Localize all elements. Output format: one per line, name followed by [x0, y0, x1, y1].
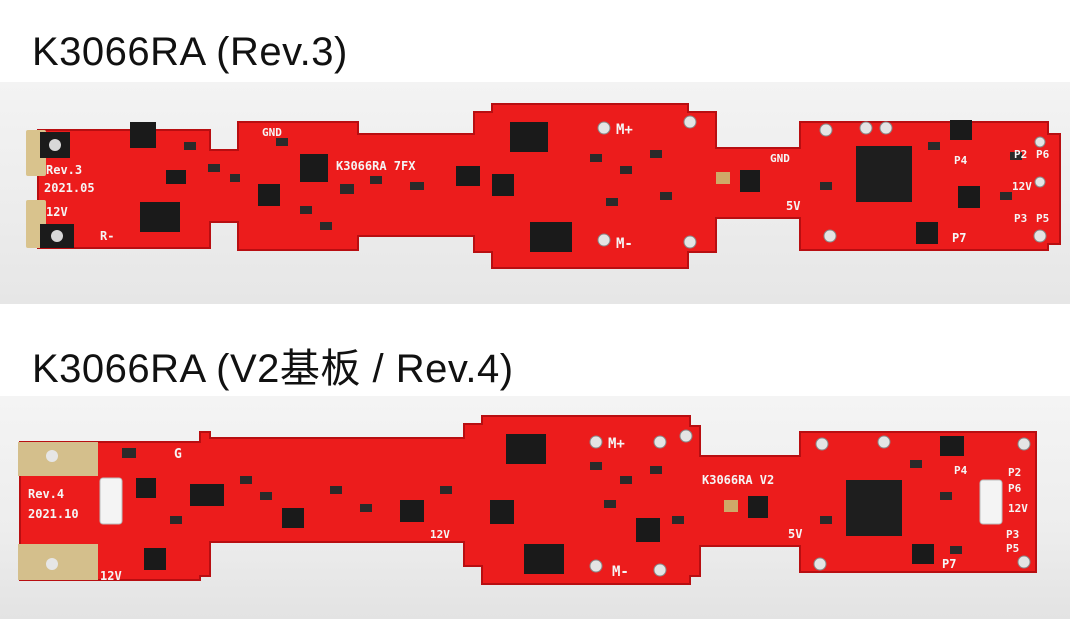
via-hole — [49, 139, 61, 151]
gold-pad — [18, 442, 98, 476]
chip — [490, 500, 514, 524]
chip — [144, 548, 166, 570]
silk-p3: P3 — [1014, 212, 1027, 225]
silk-p5: P5 — [1006, 542, 1019, 555]
mcu-chip — [856, 146, 912, 202]
silk-p2: P2 — [1014, 148, 1027, 161]
chip — [400, 500, 424, 522]
silk-rev: Rev.4 — [28, 487, 64, 501]
silk-board-name: K3066RA V2 — [702, 473, 774, 487]
mcu-chip — [846, 480, 902, 536]
chip — [940, 436, 964, 456]
silk-p3: P3 — [1006, 528, 1019, 541]
chip — [166, 170, 186, 184]
capacitor — [716, 172, 730, 184]
chip — [748, 496, 768, 518]
chip — [136, 478, 156, 498]
silk-g: G — [174, 447, 182, 462]
silk-p7: P7 — [942, 557, 956, 571]
pcb-board-rev3: Rev.3 2021.05 12V R- GND K3066RA 7FX M+ … — [26, 103, 1061, 269]
silk-12v-right: 12V — [1008, 502, 1028, 515]
silk-m-plus: M+ — [616, 122, 633, 138]
chip — [950, 120, 972, 140]
silk-date: 2021.10 — [28, 507, 79, 521]
via-hole — [51, 230, 63, 242]
smd-components — [122, 448, 962, 554]
through-holes — [589, 429, 1031, 577]
silk-p4: P4 — [954, 154, 968, 167]
chip — [456, 166, 480, 186]
through-holes — [597, 115, 1047, 249]
silk-p4: P4 — [954, 464, 968, 477]
silk-m-plus: M+ — [608, 436, 625, 452]
silk-gnd-right: GND — [770, 152, 790, 165]
chip — [958, 186, 980, 208]
silk-12v-left: 12V — [46, 205, 68, 219]
silk-12v-left: 12V — [100, 569, 122, 583]
silk-p7: P7 — [952, 231, 966, 245]
capacitor — [724, 500, 738, 512]
silk-board-name: K3066RA 7FX — [336, 159, 416, 173]
connector — [979, 479, 1003, 525]
chip — [524, 544, 564, 574]
chip — [492, 174, 514, 196]
chip — [282, 508, 304, 528]
via-hole — [46, 450, 58, 462]
pcb-photo-rev3: Rev.3 2021.05 12V R- GND K3066RA 7FX M+ … — [0, 82, 1070, 304]
chip — [510, 122, 548, 152]
chip — [506, 434, 546, 464]
silk-p2: P2 — [1008, 466, 1021, 479]
silk-rev: Rev.3 — [46, 163, 82, 177]
chip — [740, 170, 760, 192]
silk-p6: P6 — [1036, 148, 1050, 161]
silk-12v-mid: 12V — [430, 528, 450, 541]
silk-gnd-left: GND — [262, 126, 282, 139]
silk-p5: P5 — [1036, 212, 1049, 225]
silk-m-minus: M- — [612, 564, 629, 580]
chip — [190, 484, 224, 506]
pcb-photo-rev4: Rev.4 2021.10 12V G 12V K3066RA V2 M+ M-… — [0, 396, 1070, 619]
silk-p6: P6 — [1008, 482, 1022, 495]
chip — [636, 518, 660, 542]
chip — [530, 222, 572, 252]
silk-r-minus: R- — [100, 229, 114, 243]
gold-pad — [18, 544, 98, 580]
chip — [140, 202, 180, 232]
silk-date: 2021.05 — [44, 181, 95, 195]
smd-components — [184, 138, 1022, 230]
silk-5v: 5V — [786, 199, 800, 213]
pcb-outline — [19, 415, 1037, 585]
chip — [916, 222, 938, 244]
chip — [912, 544, 934, 564]
chip — [300, 154, 328, 182]
via-hole — [46, 558, 58, 570]
pcb-outline — [37, 103, 1061, 269]
silk-5v: 5V — [788, 527, 802, 541]
chip — [258, 184, 280, 206]
board-title-rev3: K3066RA (Rev.3) — [32, 30, 348, 74]
connector — [99, 477, 123, 525]
chip — [130, 122, 156, 148]
silk-m-minus: M- — [616, 236, 633, 252]
silk-12v-right: 12V — [1012, 180, 1032, 193]
board-title-rev4: K3066RA (V2基板 / Rev.4) — [32, 347, 514, 391]
pcb-board-rev4: Rev.4 2021.10 12V G 12V K3066RA V2 M+ M-… — [18, 415, 1037, 585]
